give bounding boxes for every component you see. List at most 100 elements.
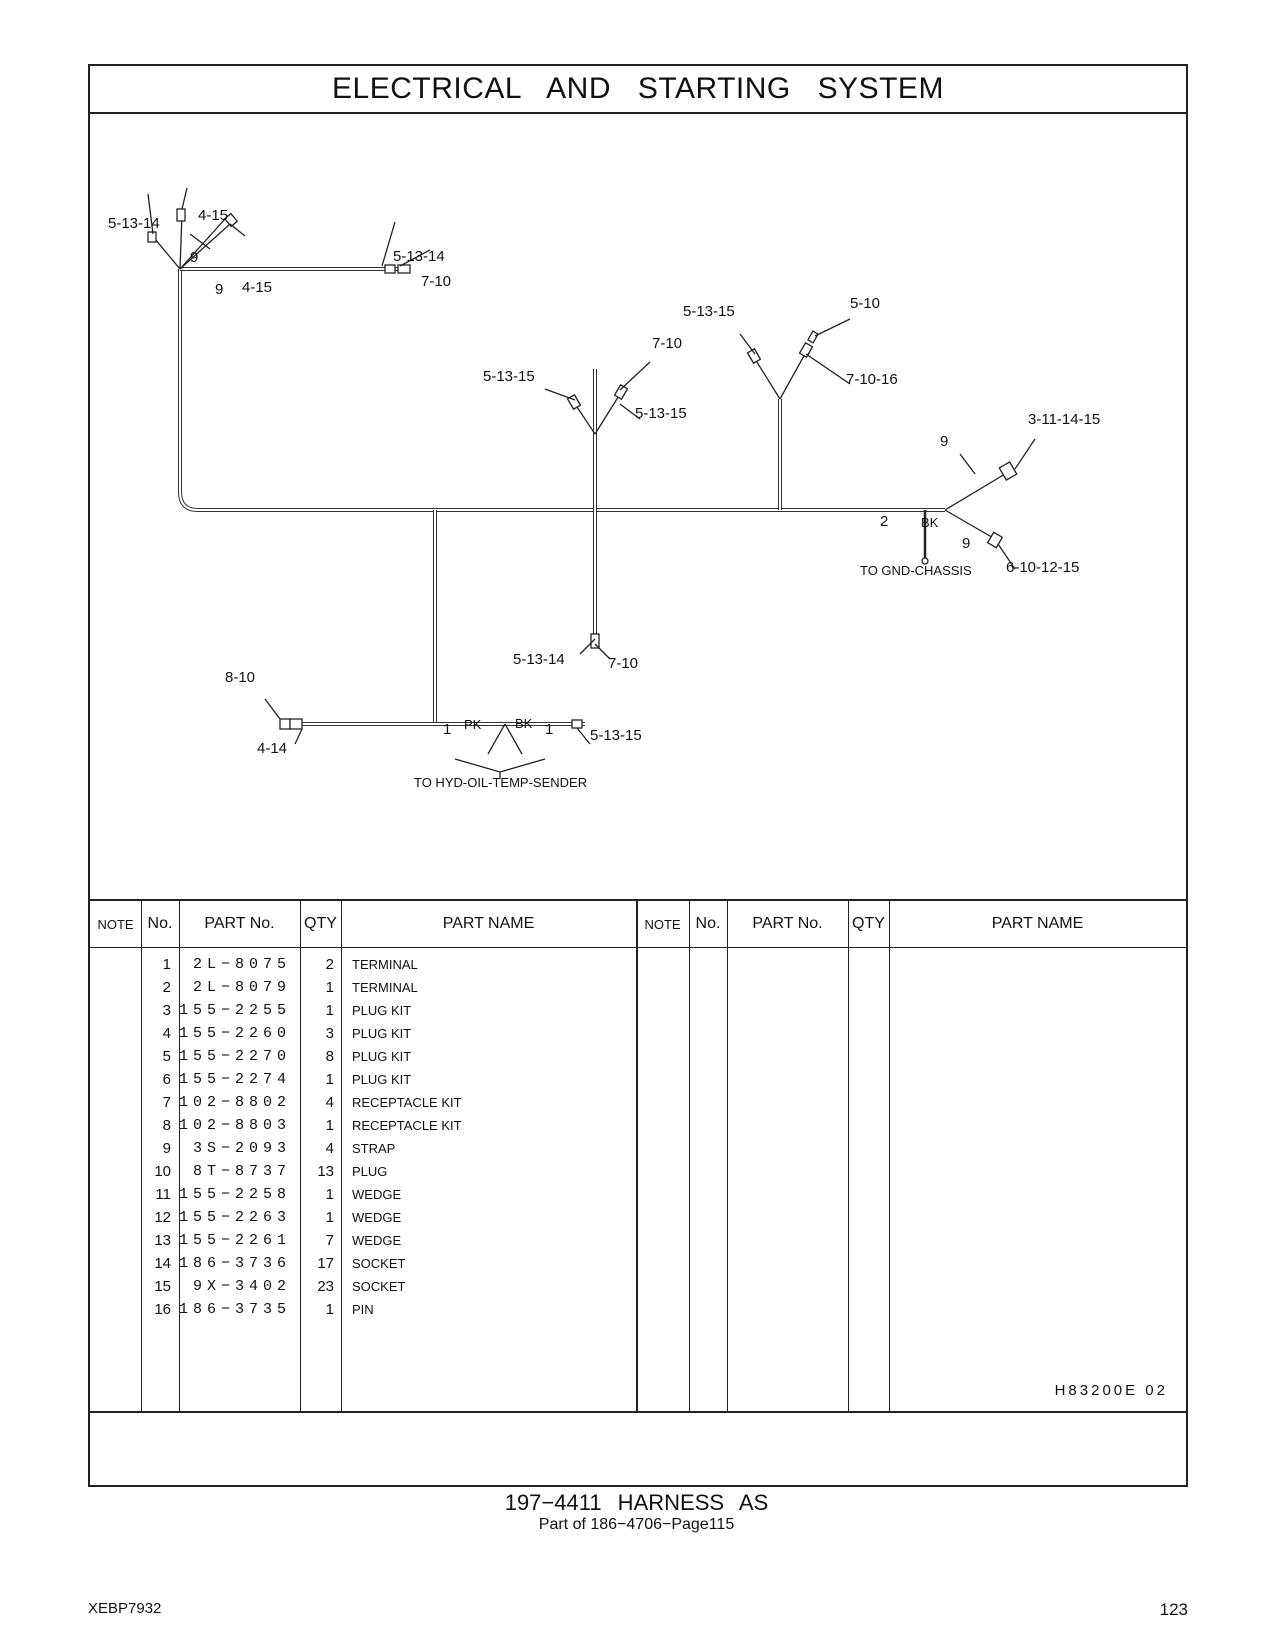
header-qty-right: QTY: [852, 915, 885, 932]
part-name: SOCKET: [352, 1256, 406, 1271]
quantity: 7: [325, 1232, 334, 1249]
quantity: 4: [325, 1140, 334, 1157]
quantity: 3: [325, 1025, 334, 1042]
header-part-no: PART No.: [204, 915, 275, 932]
quantity: 8: [325, 1048, 334, 1065]
part-number: 2L−8075: [192, 956, 291, 973]
part-name: PLUG KIT: [352, 1026, 412, 1041]
part-name: TERMINAL: [352, 957, 418, 972]
diagram-label: 9: [215, 281, 224, 298]
diagram-label: 4-15: [198, 207, 229, 224]
table-row: 10 8T−8737 13 PLUG: [90, 1160, 636, 1183]
title-bar: ELECTRICAL AND STARTING SYSTEM: [90, 66, 1186, 114]
harness-wiring-drawing: [147, 187, 1036, 779]
item-number: 11: [155, 1186, 171, 1203]
item-number: 10: [154, 1163, 171, 1180]
diagram-label: 4-15: [242, 279, 273, 296]
header-note-right: NOTE: [644, 916, 681, 932]
header-no-right: No.: [695, 915, 721, 932]
diagram-label: TO HYD-OIL-TEMP-SENDER: [414, 775, 588, 790]
part-number: 155−2270: [179, 1048, 292, 1065]
diagram-label: 9: [940, 433, 949, 450]
part-number: 155−2255: [179, 1002, 292, 1019]
diagram-label: 8-10: [225, 669, 256, 686]
diagram-label: 5-13-14: [513, 651, 565, 668]
quantity: 13: [317, 1163, 334, 1180]
diagram-label: 2: [880, 513, 889, 530]
header-note: NOTE: [97, 916, 134, 932]
item-number: 13: [154, 1232, 171, 1249]
diagram-label: BK: [515, 716, 533, 731]
diagram-label: 5-13-15: [683, 303, 735, 320]
diagram-label: 1: [545, 721, 554, 738]
header-part-name-right: PART NAME: [991, 915, 1084, 932]
item-number: 8: [162, 1117, 171, 1134]
drawing-code: H83200E 02: [1054, 1382, 1168, 1399]
diagram-label: PK: [464, 717, 482, 732]
part-name: RECEPTACLE KIT: [352, 1095, 462, 1110]
part-name: PLUG KIT: [352, 1003, 412, 1018]
header-part-name: PART NAME: [442, 915, 535, 932]
header-qty: QTY: [304, 915, 337, 932]
part-name: PLUG KIT: [352, 1049, 412, 1064]
part-number: 102−8802: [179, 1094, 292, 1111]
item-number: 4: [162, 1025, 171, 1042]
item-number: 14: [154, 1255, 171, 1272]
part-number: 155−2274: [179, 1071, 292, 1088]
header-part-no-right: PART No.: [752, 915, 823, 932]
table-row: 1 2L−8075 2 TERMINAL: [90, 953, 636, 976]
part-name: RECEPTACLE KIT: [352, 1118, 462, 1133]
quantity: 17: [317, 1255, 334, 1272]
quantity: 1: [325, 1117, 334, 1134]
item-number: 12: [154, 1209, 171, 1226]
quantity: 23: [317, 1278, 334, 1295]
diagram-label: 7-10: [421, 273, 452, 290]
diagram-label: 5-10: [850, 295, 881, 312]
quantity: 1: [325, 979, 334, 996]
item-number: 3: [162, 1002, 171, 1019]
part-name: PLUG KIT: [352, 1072, 412, 1087]
part-number: 8T−8737: [192, 1163, 291, 1180]
diagram-label: 5-13-15: [635, 405, 687, 422]
page-number: 123: [1159, 1600, 1188, 1619]
quantity: 4: [325, 1094, 334, 1111]
part-name: SOCKET: [352, 1279, 406, 1294]
assembly-subcaption: Part of 186−4706−Page115: [538, 1516, 735, 1533]
header-no: No.: [147, 915, 173, 932]
part-number: 155−2261: [179, 1232, 292, 1249]
diagram-label: 6-10-12-15: [1006, 559, 1080, 576]
quantity: 1: [325, 1002, 334, 1019]
item-number: 1: [162, 956, 171, 973]
diagram-label: 7-10: [608, 655, 639, 672]
item-number: 9: [162, 1140, 171, 1157]
page-title: ELECTRICAL AND STARTING SYSTEM: [332, 72, 944, 105]
document-id: XEBP7932: [88, 1600, 162, 1617]
part-number: 155−2263: [179, 1209, 292, 1226]
quantity: 2: [325, 956, 334, 973]
page-frame: ELECTRICAL AND STARTING SYSTEM: [88, 64, 1188, 1487]
assembly-caption: 197−4411 HARNESS AS: [504, 1490, 769, 1515]
quantity: 1: [325, 1301, 334, 1318]
diagram-label: 7-10-16: [846, 371, 898, 388]
part-number: 9X−3402: [192, 1278, 291, 1295]
item-number: 6: [162, 1071, 171, 1088]
part-number: 186−3735: [179, 1301, 292, 1318]
diagram-label: 4-14: [257, 740, 288, 757]
table-row: 3 155−2255 1 PLUG KIT: [90, 999, 636, 1022]
quantity: 1: [325, 1209, 334, 1226]
part-name: PLUG: [352, 1164, 388, 1179]
part-number: 102−8803: [179, 1117, 292, 1134]
diagram-label: TO GND-CHASSIS: [860, 563, 972, 578]
item-number: 16: [154, 1301, 171, 1318]
diagram-label: 9: [962, 535, 971, 552]
part-number: 2L−8079: [192, 979, 291, 996]
diagram-label: 5-13-15: [483, 368, 535, 385]
